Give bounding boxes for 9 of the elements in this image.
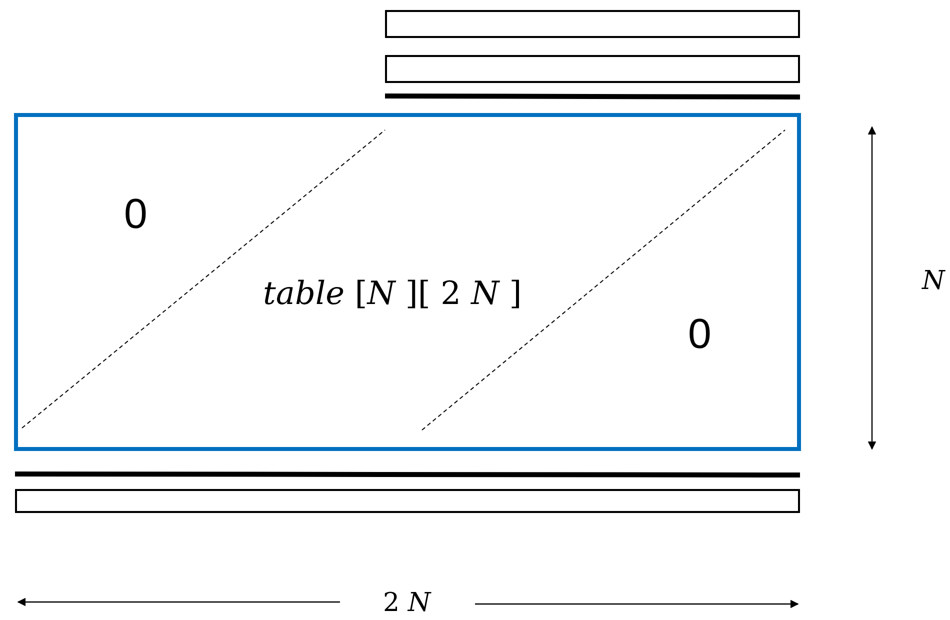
empty-bar xyxy=(385,55,800,83)
dimension-label: 2 N xyxy=(383,590,431,616)
zero-label: 0 xyxy=(124,193,148,235)
table-label: table [N ][ 2 N ] xyxy=(263,277,522,309)
zero-label: 0 xyxy=(688,313,712,355)
dimension-label: N xyxy=(922,268,945,294)
empty-bar xyxy=(15,489,800,513)
table-box xyxy=(14,113,801,451)
empty-bar xyxy=(385,10,800,38)
